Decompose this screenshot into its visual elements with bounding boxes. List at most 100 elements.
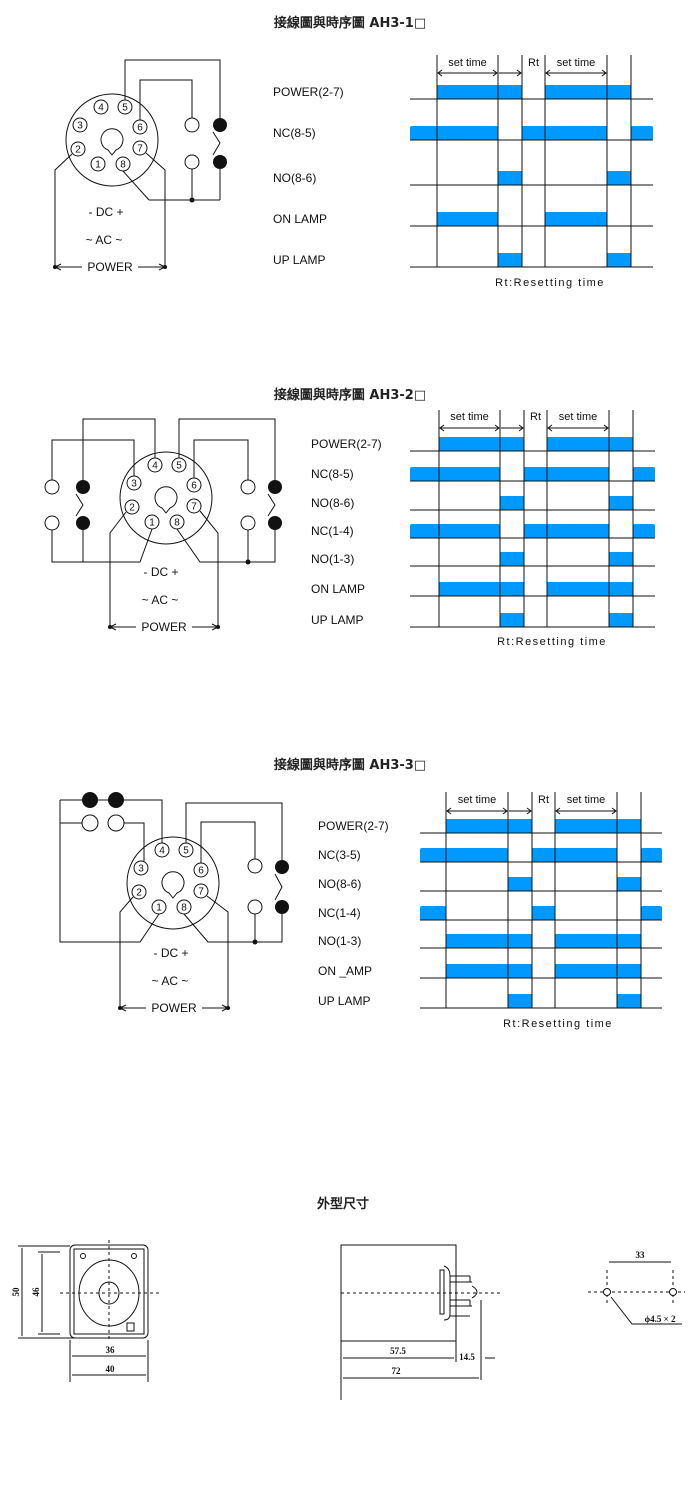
pin-number: 5 bbox=[183, 846, 189, 857]
pin-6 bbox=[193, 862, 209, 878]
power-arrow bbox=[118, 1004, 230, 1012]
time-span-arrow bbox=[499, 69, 522, 77]
dc-label: - DC + bbox=[88, 205, 123, 219]
dc-label: - DC + bbox=[143, 565, 178, 579]
pin-number: 5 bbox=[122, 103, 128, 114]
signal-on-bar bbox=[633, 524, 655, 538]
signal-on-bar bbox=[420, 906, 446, 920]
signal-on-bar bbox=[617, 877, 641, 891]
junction-dot bbox=[189, 197, 195, 203]
dim-width-inner: 36 bbox=[106, 1345, 116, 1355]
contact-open bbox=[240, 479, 256, 495]
signal-on-bar bbox=[609, 496, 633, 510]
rt-label: Rt bbox=[530, 411, 541, 423]
key-notch-icon bbox=[100, 128, 124, 156]
pin-3 bbox=[133, 860, 149, 876]
time-span-arrow bbox=[446, 807, 508, 815]
contact-filled bbox=[275, 900, 289, 914]
pin-number: 2 bbox=[136, 888, 142, 899]
signal-on-bar bbox=[641, 848, 662, 862]
set-time-label: set time bbox=[458, 794, 497, 806]
pin-8 bbox=[169, 514, 185, 530]
signal-on-bar bbox=[607, 171, 631, 185]
pin-4 bbox=[154, 842, 170, 858]
set-time-label: set time bbox=[448, 57, 487, 69]
front-view-drawing: 50 46 36 40 bbox=[11, 1240, 160, 1382]
socket-outline bbox=[65, 93, 159, 187]
dim-total-length: 72 bbox=[392, 1366, 402, 1376]
pin-number: 6 bbox=[137, 123, 143, 134]
signal-on-bar bbox=[498, 171, 522, 185]
rt-label: Rt bbox=[528, 57, 539, 69]
section-3-title: 接線圖與時序圖 AH3-3□ bbox=[274, 757, 426, 773]
pin-5 bbox=[178, 842, 194, 858]
contact-filled bbox=[268, 516, 282, 530]
pin-number: 8 bbox=[174, 518, 180, 529]
signal-label: NO(8-6) bbox=[273, 171, 316, 185]
dim-hole-spec: ϕ4.5 × 2 bbox=[645, 1314, 676, 1324]
pin-6 bbox=[186, 477, 202, 493]
resetting-time-footnote: Rt:Resetting time bbox=[497, 636, 607, 648]
signal-on-bar bbox=[545, 85, 631, 99]
pin-number: 3 bbox=[138, 864, 144, 875]
contact-open bbox=[240, 515, 256, 531]
signal-label: NC(3-5) bbox=[318, 848, 361, 862]
signal-on-bar bbox=[437, 85, 522, 99]
screw-hole bbox=[131, 1253, 137, 1259]
resetting-time-footnote: Rt:Resetting time bbox=[495, 277, 605, 289]
pin-6 bbox=[132, 119, 148, 135]
pin-number: 5 bbox=[176, 461, 182, 472]
signal-on-bar bbox=[508, 877, 532, 891]
pin-7 bbox=[186, 498, 202, 514]
socket-outline bbox=[126, 836, 220, 930]
set-time-label: set time bbox=[557, 57, 596, 69]
pin-number: 1 bbox=[156, 903, 162, 914]
key-notch-icon bbox=[154, 486, 178, 514]
mounting-hole-drawing: 33 ϕ4.5 × 2 bbox=[588, 1250, 685, 1325]
screw-hole bbox=[80, 1253, 86, 1259]
power-label: POWER bbox=[141, 620, 187, 634]
signal-label: ON LAMP bbox=[311, 582, 365, 596]
signal-on-bar bbox=[500, 613, 524, 627]
signal-on-bar bbox=[437, 212, 498, 226]
signal-label: UP LAMP bbox=[273, 253, 325, 267]
signal-on-bar bbox=[420, 848, 508, 862]
pin-3 bbox=[72, 117, 88, 133]
pin-1 bbox=[90, 156, 106, 172]
signal-on-bar bbox=[524, 467, 609, 481]
contact-open bbox=[247, 858, 263, 874]
pin-7 bbox=[132, 140, 148, 156]
junction-dot bbox=[252, 939, 258, 945]
signal-on-bar bbox=[547, 437, 633, 451]
pin-number: 1 bbox=[95, 160, 101, 171]
signal-on-bar bbox=[547, 582, 633, 596]
dim-height-inner: 46 bbox=[31, 1287, 41, 1297]
signal-on-bar bbox=[446, 964, 532, 978]
dc-label: - DC + bbox=[153, 946, 188, 960]
pin-number: 4 bbox=[152, 461, 158, 472]
signal-on-bar bbox=[498, 253, 522, 267]
wiring-diagram-ah3-2: - DC + ~ AC ~ bbox=[44, 418, 282, 627]
pin-number: 2 bbox=[75, 145, 81, 156]
signal-on-bar bbox=[617, 994, 641, 1008]
time-span-arrow bbox=[501, 424, 524, 432]
signal-on-bar bbox=[607, 253, 631, 267]
pin-number: 4 bbox=[98, 103, 104, 114]
pin-number: 2 bbox=[129, 503, 135, 514]
pin-8 bbox=[176, 899, 192, 915]
contact-filled bbox=[82, 792, 98, 808]
contact-open bbox=[44, 479, 60, 495]
pin-4 bbox=[147, 457, 163, 473]
time-span-arrow bbox=[545, 69, 607, 77]
signal-on-bar bbox=[545, 212, 607, 226]
signal-on-bar bbox=[410, 126, 498, 140]
mounting-hole bbox=[603, 1288, 611, 1296]
signal-on-bar bbox=[439, 437, 524, 451]
signal-label: NO(8-6) bbox=[311, 496, 354, 510]
pin-4 bbox=[93, 99, 109, 115]
pin-number: 3 bbox=[131, 479, 137, 490]
time-span-arrow bbox=[555, 807, 617, 815]
set-time-label: set time bbox=[567, 794, 606, 806]
pin-number: 6 bbox=[198, 866, 204, 877]
